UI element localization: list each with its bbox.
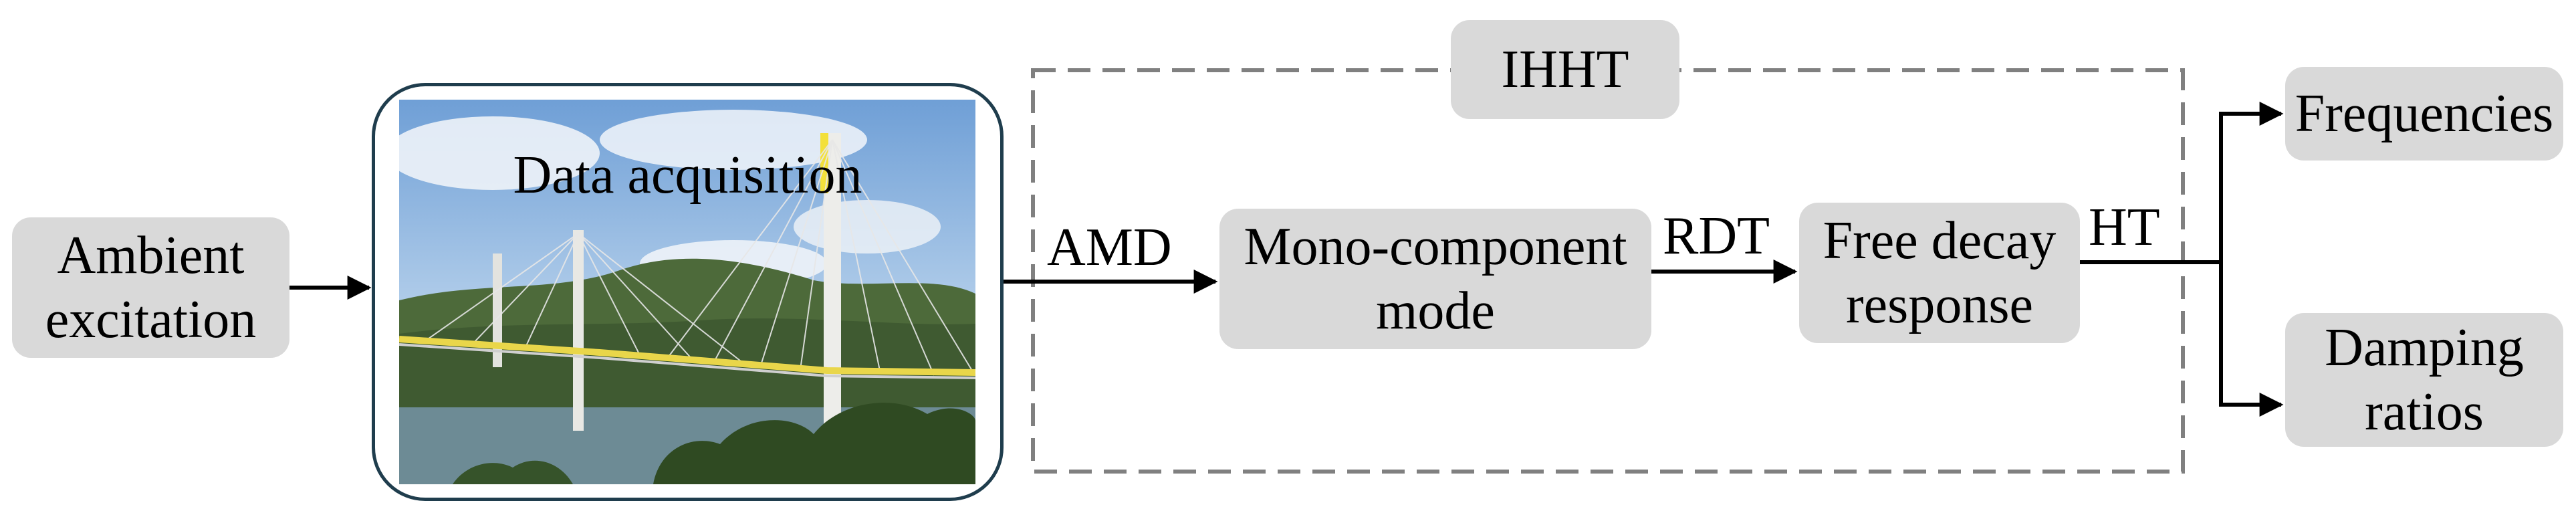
ambient-excitation-box: Ambient excitation	[12, 217, 289, 358]
free-line2: response	[1846, 276, 2033, 334]
data-acquisition-panel: Data acquisition	[372, 83, 1004, 501]
mono-line2: mode	[1376, 282, 1495, 340]
ihht-label-box: IHHT	[1451, 20, 1679, 119]
edge-label-ht: HT	[2089, 198, 2160, 257]
free-line1: Free decay	[1823, 211, 2057, 270]
bridge-photo-icon	[399, 100, 975, 484]
frequencies-label: Frequencies	[2295, 84, 2554, 143]
damping-line1: Damping	[2325, 318, 2524, 377]
branch-to-frequencies	[2219, 102, 2284, 262]
ambient-line2: excitation	[45, 290, 257, 349]
free-decay-response-box: Free decay response	[1799, 203, 2080, 343]
mono-line1: Mono-component	[1244, 217, 1627, 276]
mono-component-mode-box: Mono-component mode	[1219, 209, 1651, 349]
damping-ratios-box: Damping ratios	[2285, 313, 2563, 447]
ihht-label: IHHT	[1501, 40, 1629, 99]
edge-label-amd: AMD	[1047, 218, 1172, 277]
data-acquisition-title: Data acquisition	[513, 146, 862, 205]
frequencies-box: Frequencies	[2285, 67, 2563, 161]
edge-label-rdt: RDT	[1663, 207, 1770, 266]
ambient-line1: Ambient	[57, 226, 245, 285]
branch-to-damping	[2219, 262, 2284, 417]
damping-line2: ratios	[2365, 383, 2484, 441]
